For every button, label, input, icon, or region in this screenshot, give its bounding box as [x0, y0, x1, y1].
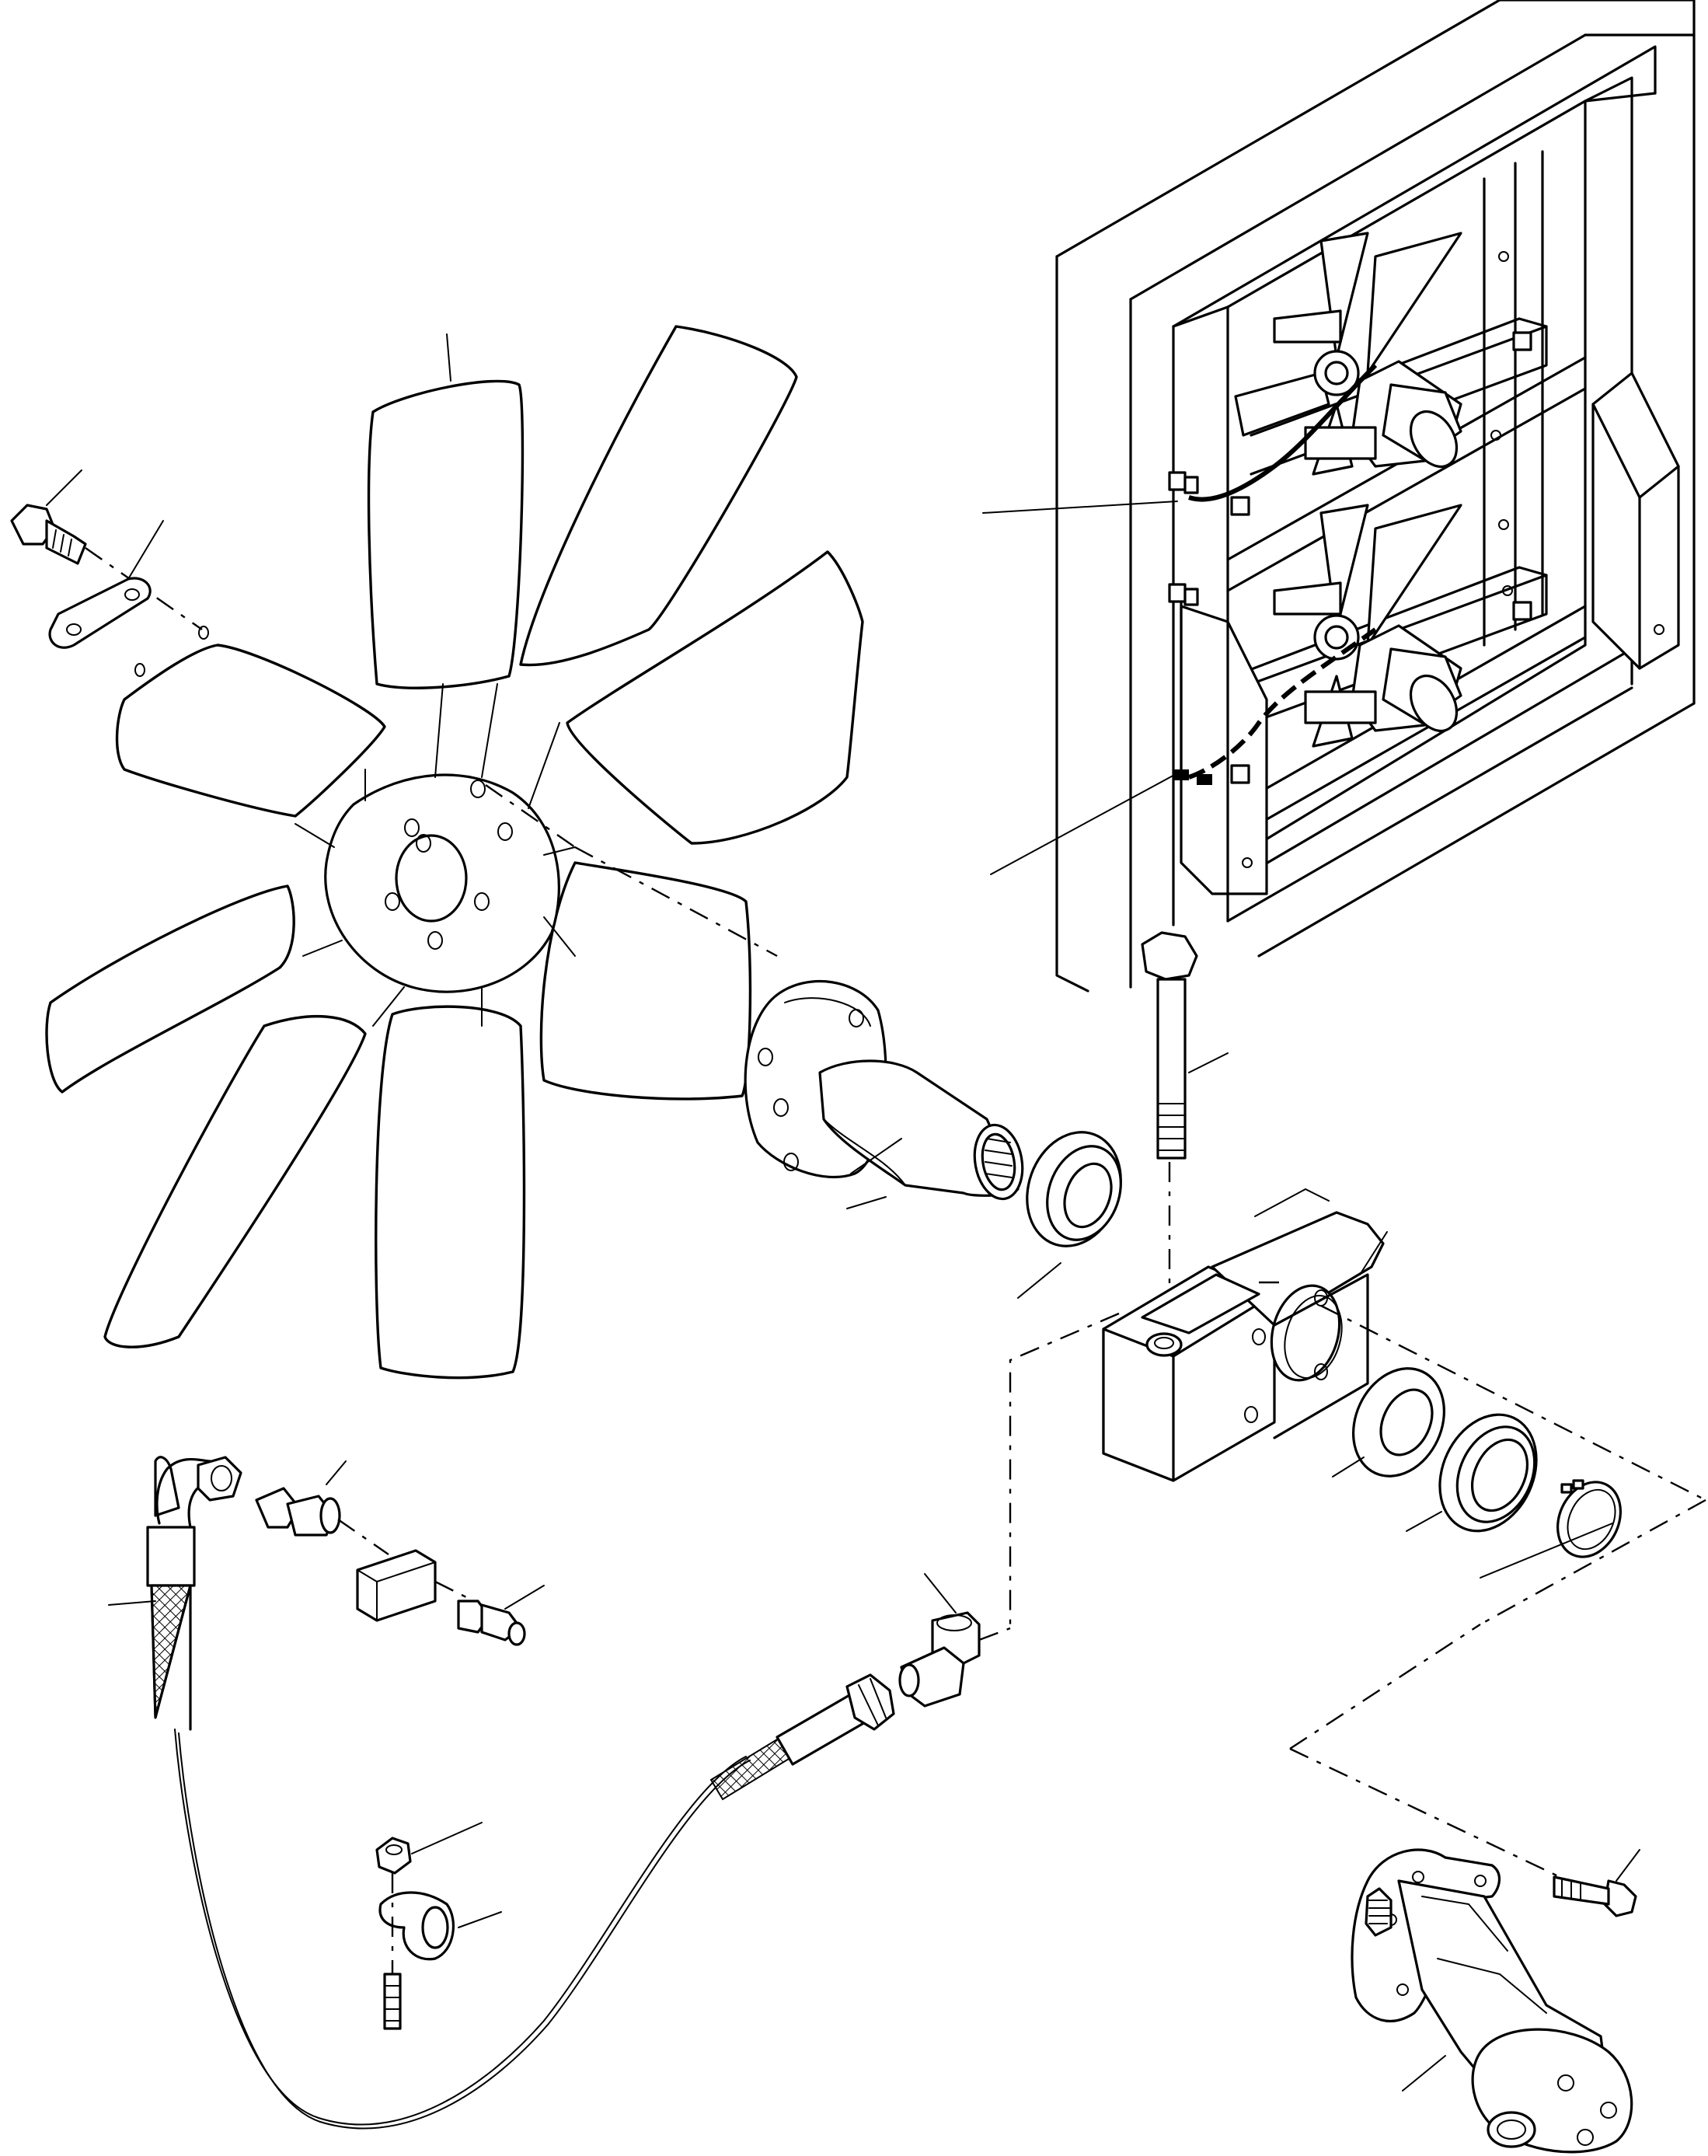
grease-nipple [457, 1600, 526, 1646]
leader-line [326, 1460, 347, 1485]
seal-ring [1351, 1367, 1446, 1477]
grease-line-axis [1009, 1312, 1120, 1628]
leader-line [1406, 1511, 1442, 1532]
leader-line [982, 501, 1178, 514]
fan-blade [539, 861, 752, 1101]
fan-bolt [10, 504, 87, 565]
leader-line [1616, 1849, 1640, 1882]
radiator-frame [1055, 0, 1696, 993]
fitting-axis [337, 1519, 389, 1555]
radiator-fan-upper [1234, 232, 1462, 476]
grease-tube [174, 1729, 747, 2126]
fan-washer-plate [48, 577, 152, 649]
bolt-hole [198, 626, 209, 640]
fan-blade [566, 550, 864, 845]
leader-line [1480, 1523, 1613, 1579]
hose-elbow-nut [197, 1456, 242, 1502]
leader-line [924, 1573, 957, 1614]
bearing-front [1026, 1131, 1122, 1247]
bolt-hole [134, 663, 145, 677]
radiator-grease-lines [1168, 363, 1378, 785]
hub-bore [395, 834, 468, 923]
grease-tube [178, 1732, 751, 2130]
grease-port [1145, 1332, 1183, 1357]
fan-shaft [744, 979, 1024, 1201]
hose-clip [378, 1891, 455, 1961]
hydraulic-hose [146, 1456, 219, 1731]
fan-blade [45, 884, 295, 1094]
radiator-fan-lower [1273, 504, 1462, 748]
bearing-housing [1102, 1188, 1385, 1482]
hose-end-fitting [709, 1673, 895, 1801]
housing-bolt [1141, 931, 1198, 1160]
motor-bolt [1553, 1875, 1637, 1917]
hose-clip-nut [375, 1837, 412, 1875]
snap-ring [1556, 1479, 1623, 1558]
motor-axis [1289, 1623, 1481, 1750]
hydraulic-motor [1351, 1848, 1633, 2154]
leader-line [504, 1585, 545, 1610]
housing-axis [1320, 1304, 1706, 1502]
clip-stud [383, 1973, 402, 2030]
hub-axis [574, 846, 778, 958]
fan-blade [103, 1015, 367, 1348]
fitting-axis [978, 1627, 1011, 1641]
leader-line [990, 773, 1178, 875]
hub-axis [485, 784, 576, 848]
leader-line [446, 333, 451, 382]
cooling-fan [45, 325, 864, 1380]
leader-line [411, 1822, 483, 1854]
fan-bolt-axis [85, 547, 203, 630]
leader-line [46, 469, 82, 506]
motor-axis [1289, 1747, 1602, 1898]
leader-line [1332, 1457, 1365, 1477]
leader-line [1359, 1231, 1388, 1275]
fan-blade [367, 379, 525, 689]
grease-fitting-adapter [255, 1487, 341, 1537]
fan-blade [115, 644, 386, 818]
leader-line [108, 1600, 156, 1606]
leader-line [846, 1196, 887, 1209]
leader-line [1402, 2055, 1446, 2091]
elbow-fitting [898, 1611, 981, 1708]
leader-line [127, 520, 164, 580]
fitting-axis [434, 1580, 467, 1599]
leader-line [458, 1911, 502, 1928]
leader-line [1188, 1052, 1229, 1073]
bearing-rear [1438, 1413, 1538, 1533]
fan-blade [375, 1005, 526, 1380]
mounting-block [356, 1549, 437, 1622]
leader-line [850, 1138, 902, 1174]
leader-line [1017, 1262, 1061, 1299]
fan-blade [519, 325, 798, 667]
